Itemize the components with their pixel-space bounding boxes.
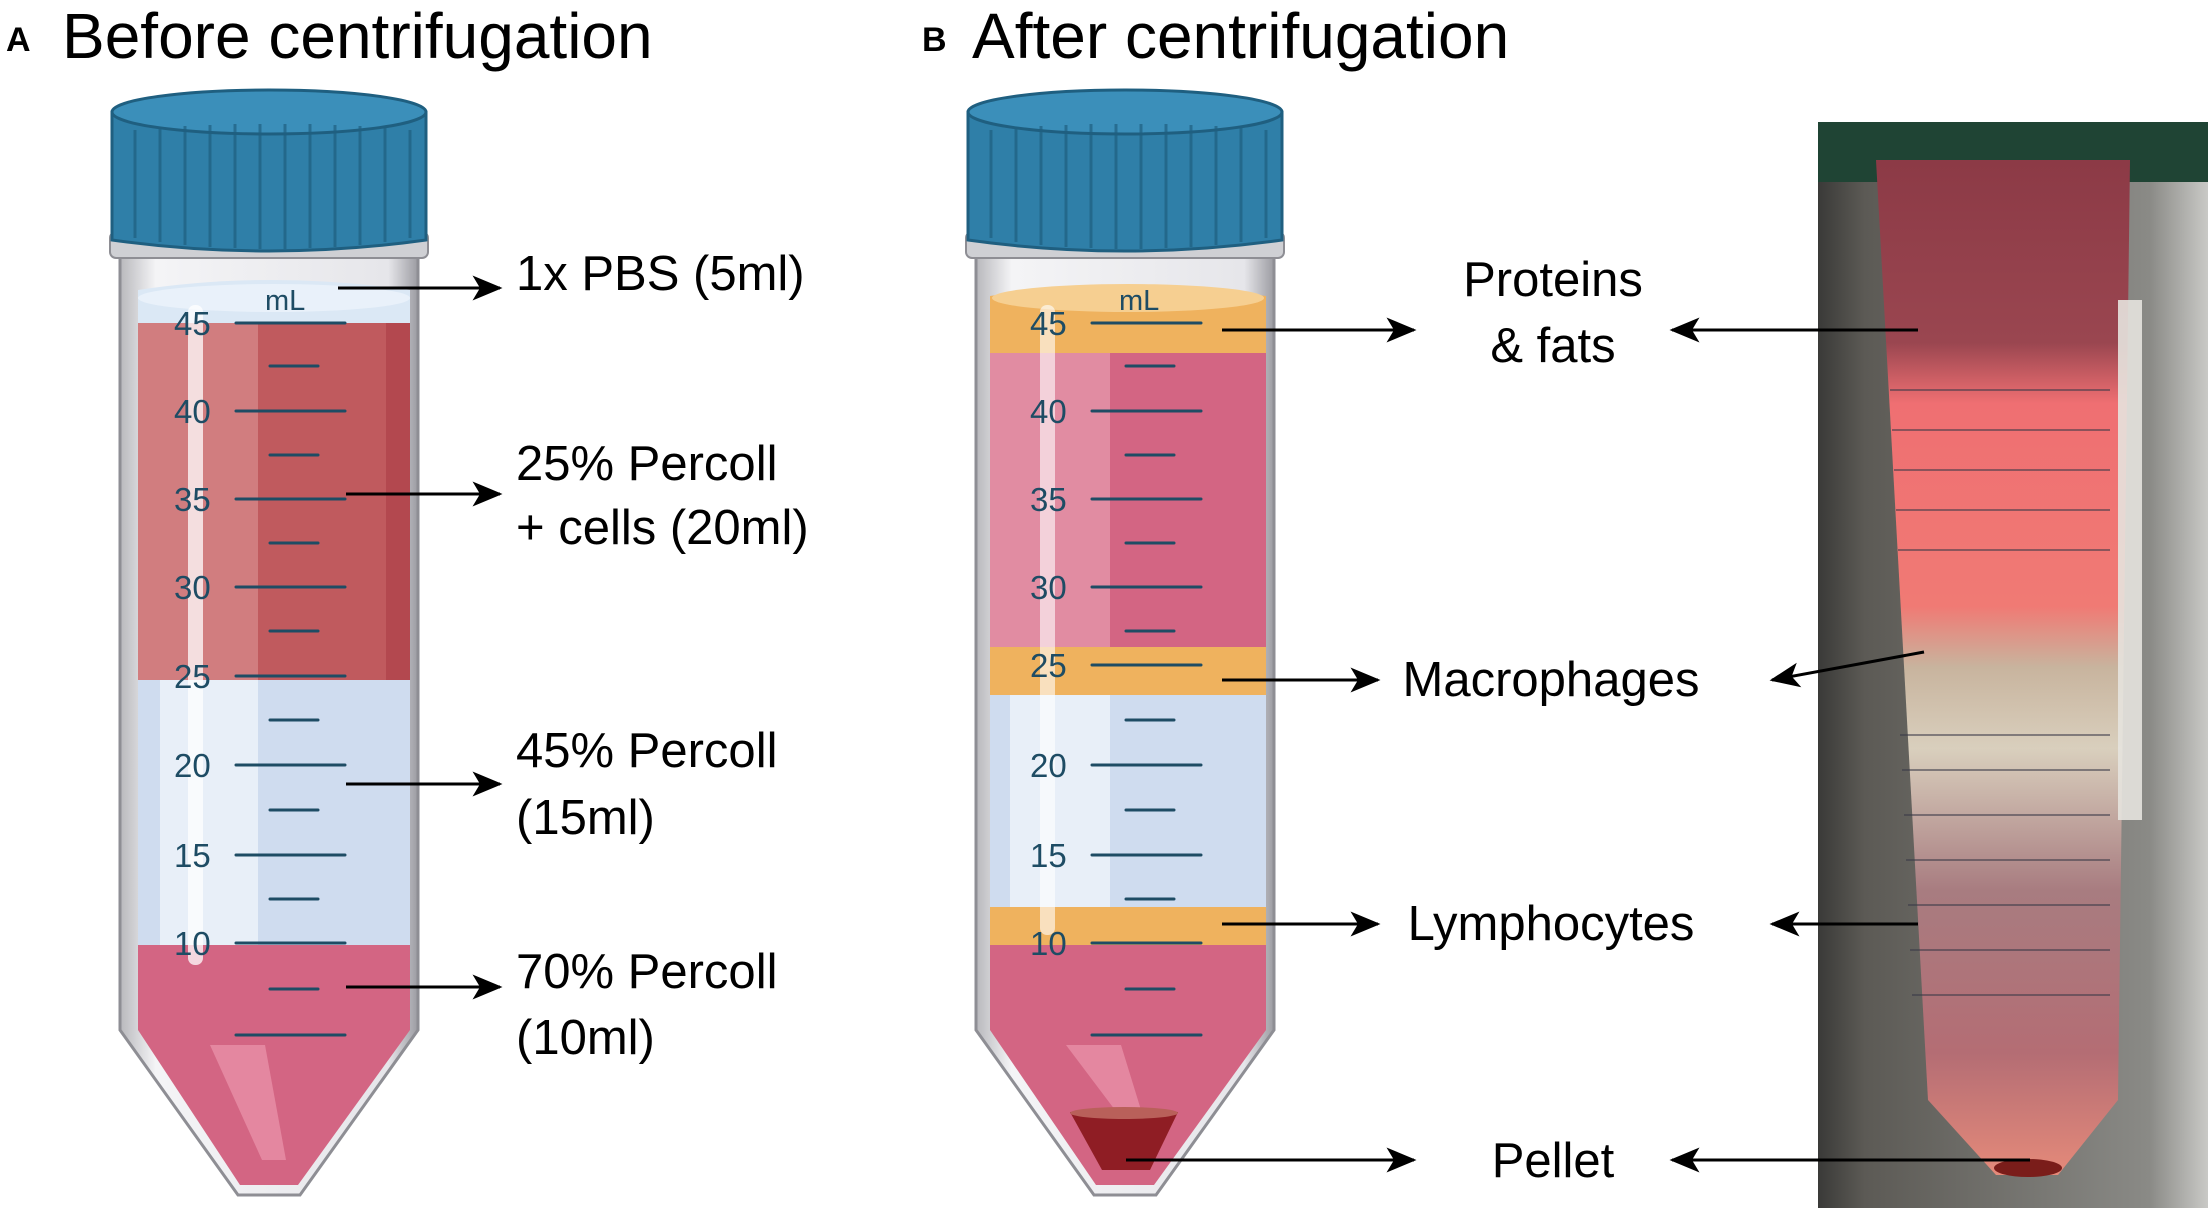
label-percoll-70-b: (10ml) [516, 1011, 655, 1065]
label-proteins-fats-b: & fats [1490, 319, 1615, 373]
tick-label-20: 20 [174, 747, 211, 784]
panel-b-title: After centrifugation [972, 0, 1509, 72]
tube-b-tick-labels: 45 40 35 30 25 20 15 10 [1030, 305, 1067, 962]
label-macrophages: Macrophages [1403, 653, 1700, 707]
tube-b-pellet-surface [1070, 1107, 1178, 1119]
photo-pellet [1994, 1159, 2062, 1177]
label-percoll-25-line1: 25% Percoll [516, 437, 777, 491]
label-percoll-70-line2: (10ml) [516, 1011, 655, 1065]
label-macrophages-line1: Macrophages [1403, 653, 1700, 707]
tick-label-40: 40 [1030, 393, 1067, 430]
panel-b-letter: B [922, 21, 947, 59]
label-percoll-25: 25% Percoll [516, 437, 777, 491]
label-percoll-25-line2: + cells (20ml) [516, 501, 809, 555]
tick-label-25: 25 [1030, 647, 1067, 684]
panel-a: A Before centrifugation [6, 0, 809, 1197]
tube-a-cap [109, 88, 429, 259]
label-percoll-45-line2: (15ml) [516, 791, 655, 845]
tick-label-30: 30 [174, 569, 211, 606]
panel-a-title: Before centrifugation [62, 0, 653, 72]
tube-a-cone-highlight [210, 1045, 286, 1160]
label-proteins-fats-line2: & fats [1490, 319, 1615, 373]
tick-label-20: 20 [1030, 747, 1067, 784]
tube-b-pellet [1070, 1112, 1178, 1170]
label-percoll-70-line1: 70% Percoll [516, 945, 777, 999]
label-percoll-45-b: (15ml) [516, 791, 655, 845]
tube-b-band-macrophages [990, 647, 1266, 695]
tick-label-15: 15 [1030, 837, 1067, 874]
tube-b-top-surface [992, 284, 1264, 312]
tube-b-cap [965, 88, 1285, 259]
tube-a-scale [234, 321, 347, 1037]
tube-a-glare [188, 305, 203, 965]
label-lymphocytes-line1: Lymphocytes [1408, 897, 1695, 951]
label-pellet: Pellet [1492, 1134, 1615, 1188]
panel-b: B After centrifugation [922, 0, 2208, 1208]
label-pbs-line1: 1x PBS (5ml) [516, 247, 805, 301]
panel-b-annotations: Proteins & fats Macrophages Lymphocytes … [1126, 253, 2030, 1188]
tick-label-35: 35 [174, 481, 211, 518]
panel-a-annotations: 1x PBS (5ml) 25% Percoll + cells (20ml) … [338, 247, 809, 1065]
tube-a-unit: mL [265, 285, 305, 317]
label-percoll-45: 45% Percoll [516, 724, 777, 778]
tube-b-band-lymphocytes [990, 907, 1266, 945]
tube-b-unit: mL [1119, 285, 1159, 317]
tick-label-15: 15 [174, 837, 211, 874]
label-pbs: 1x PBS (5ml) [516, 247, 805, 301]
tick-label-45: 45 [1030, 305, 1067, 342]
tick-label-30: 30 [1030, 569, 1067, 606]
tube-a-percoll-25-shade [386, 323, 410, 680]
label-proteins-fats: Proteins [1463, 253, 1643, 307]
tube-b-scale [1090, 321, 1203, 1037]
label-percoll-45-line1: 45% Percoll [516, 724, 777, 778]
tick-label-35: 35 [1030, 481, 1067, 518]
label-percoll-25-b: + cells (20ml) [516, 501, 809, 555]
label-pellet-line1: Pellet [1492, 1134, 1615, 1188]
label-percoll-70: 70% Percoll [516, 945, 777, 999]
panel-b-tube: mL 45 40 35 30 25 20 15 10 [965, 88, 1285, 1197]
panel-a-tube: mL 45 40 35 30 25 20 15 10 [109, 88, 429, 1197]
tube-a-pbs-surface [138, 284, 410, 312]
photo-graduations [1890, 389, 2110, 996]
label-lymphocytes: Lymphocytes [1408, 897, 1695, 951]
tube-b-glare [1040, 305, 1055, 935]
arrow-macrophages-right [1769, 650, 1925, 688]
photo-tube [1876, 160, 2130, 1175]
tube-a-percoll-70-layer [138, 945, 410, 1185]
tick-label-10: 10 [174, 925, 211, 962]
tick-label-25: 25 [174, 658, 211, 695]
tube-a-percoll-45-highlight [160, 680, 258, 945]
panel-b-photo [1818, 122, 2208, 1208]
panel-a-letter: A [6, 21, 31, 59]
tick-label-45: 45 [174, 305, 211, 342]
tube-b-lower-layer [990, 945, 1266, 1185]
tube-b-middle-highlight [1010, 695, 1110, 907]
tube-b-cone-highlight [1066, 1045, 1141, 1110]
label-proteins-fats-line1: Proteins [1463, 253, 1643, 307]
photo-tube-label [2118, 300, 2142, 820]
tick-label-40: 40 [174, 393, 211, 430]
tick-label-10: 10 [1030, 925, 1067, 962]
tube-a-tick-labels: 45 40 35 30 25 20 15 10 [174, 305, 211, 962]
